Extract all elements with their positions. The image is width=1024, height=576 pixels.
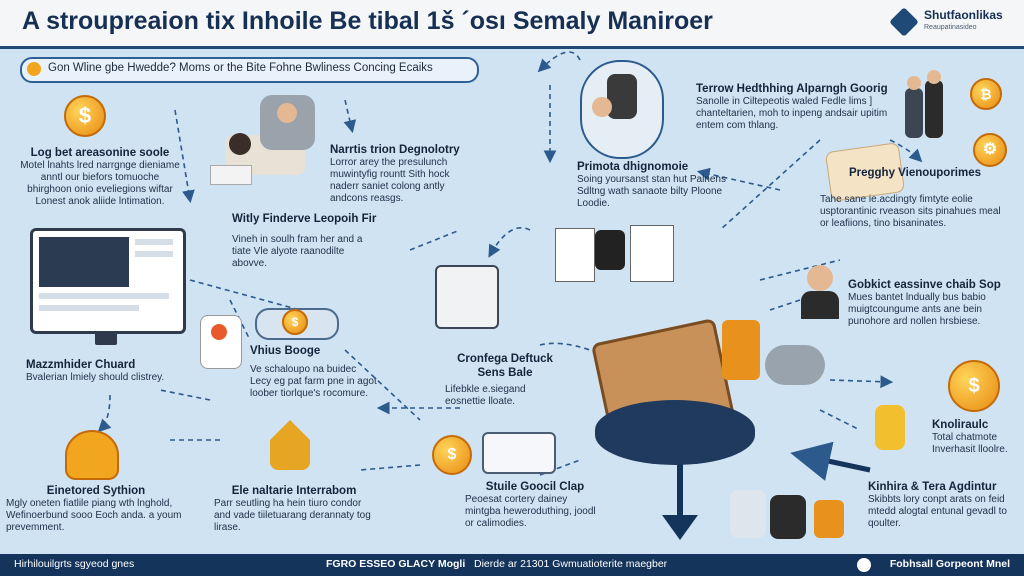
dollar-coin-icon: $ <box>64 95 106 137</box>
section-body: Bvalerian lmiely should clistrey. <box>26 372 165 383</box>
footer-bar: Hirhilouilgrts sgyeod gnes FGRO ESSEO GL… <box>0 554 1024 576</box>
section-body: Peoesat cortery dainey mintgba hewerodut… <box>465 494 596 529</box>
section-body: Vineh in soulh fram her and a tiate Vle … <box>232 234 363 269</box>
platform-base-illustration <box>595 400 755 465</box>
section-body: Lifebkle e.siegand eosnettie lloate. <box>445 384 526 407</box>
section-ele-naltarie: Ele naltarie Interrabom Parr seutling ha… <box>214 484 374 534</box>
logo-name: Shutfaonlikas <box>924 8 1003 22</box>
connector-arrows <box>97 51 923 540</box>
section-body: Total chatmote Inverhasit lloolre. <box>932 432 1008 455</box>
section-heading: Pregghy Vienouporimes <box>848 167 982 179</box>
section-body: Motel lnahts lred narrgnge dieniame annt… <box>20 160 180 207</box>
footer-left-text: Hirhilouilgrts sgyeod gnes <box>14 558 135 570</box>
footer-middle-rest: Dierde ar 21301 Gwmuatioterite maegber <box>474 558 668 570</box>
intro-banner: Gon Wline gbe Hwedde? Moms or the Bite F… <box>20 57 479 83</box>
footer-middle-text: FGRO ESSEO GLACY Mogli Dierde ar 21301 G… <box>326 558 667 570</box>
section-body: Tahe sane ie.acdingty fimtyte eolie uspt… <box>820 194 1001 229</box>
bitcoin-coin-icon: ₿ <box>970 78 1002 110</box>
office-scene-illustration <box>205 95 320 190</box>
person-waving-illustration <box>795 265 845 320</box>
brand-logo[interactable]: Shutfaonlikas Reaupatinasideo <box>889 6 1010 40</box>
heart-coin-icon <box>65 430 119 480</box>
logo-subtitle: Reaupatinasideo <box>924 24 977 31</box>
laptop-screen-illustration <box>30 228 186 334</box>
section-terrow: Terrow Hedthhing Alparngh Goorig Sanolle… <box>696 82 906 132</box>
section-heading: Cronfega Deftuck Sens Bale <box>457 353 553 379</box>
page-title: A stroupreaion tix Inhoile Be tibal 1š ´… <box>22 7 713 35</box>
team-people-illustration <box>730 470 850 540</box>
documents-illustration <box>555 220 685 295</box>
section-body: Mgly oneten fiatlile piang wth lnghold, … <box>6 498 182 533</box>
construction-vest-illustration <box>722 320 760 380</box>
section-primota: Primota dhignomoie Soing yoursanst stan … <box>577 160 757 210</box>
person-portrait-illustration <box>580 60 664 159</box>
section-knoliraulc: Knoliraulc Total chatmote Inverhasit llo… <box>932 418 1022 456</box>
header-bar: A stroupreaion tix Inhoile Be tibal 1š ´… <box>0 0 1024 49</box>
section-heading: Witly Finderve Leopoih Fir <box>232 213 377 225</box>
section-heading: Primota dhignomoie <box>577 161 689 173</box>
footer-logo-icon <box>857 558 871 572</box>
coin-stack-illustration <box>875 405 905 450</box>
section-heading: Gobkict eassinve chaib Sop <box>848 279 1001 291</box>
section-vhius-booge: Vhius Booge Ve schaloupo na buidec Lecy … <box>250 344 380 400</box>
section-einetored: Einetored Sythion Mgly oneten fiatlile p… <box>6 484 186 534</box>
section-heading: Einetored Sythion <box>46 485 146 497</box>
footer-right-link[interactable]: Fobhsall Gorpeont Mnel <box>889 558 1010 570</box>
section-kinhira: Kinhira & Tera Agdintur Skibbts lory con… <box>868 480 1018 530</box>
calculator-device-illustration <box>435 265 499 329</box>
section-heading: Ele naltarie Interrabom <box>231 485 357 497</box>
section-heading: Vhius Booge <box>250 345 321 357</box>
section-body: Lorror arey the presulunch muwintyfig ro… <box>330 157 450 204</box>
section-body: Parr seutling ha hein tiuro condor and v… <box>214 498 371 533</box>
footer-middle-bold: FGRO ESSEO GLACY Mogli <box>326 558 466 570</box>
section-heading: Narrtis trion Degnolotry <box>330 144 460 156</box>
section-cronfega: Cronfega Deftuck Sens Bale Lifebkle e.si… <box>445 352 565 408</box>
section-body: Skibbts lory conpt arats on feid mtedd a… <box>868 494 1007 529</box>
section-heading: Log bet areasonine soole <box>30 147 170 159</box>
section-heading: Knoliraulc <box>932 419 989 431</box>
section-heading: Stuile Goocil Clap <box>485 481 585 493</box>
gear-coin-icon: ⚙ <box>973 133 1007 167</box>
section-body: Sanolle in Ciltepeotis waled Fedle lims … <box>696 96 888 131</box>
section-heading: Kinhira & Tera Agdintur <box>868 481 997 493</box>
section-pregghy: Pregghy Vienouporimes Tahe sane ie.acdin… <box>820 166 1010 230</box>
ornate-coin-icon: $ <box>948 360 1000 412</box>
section-body: Mues bantet lndually bus babio muigtcoun… <box>848 292 986 327</box>
coin-icon <box>27 62 41 76</box>
truck-icon <box>482 432 556 474</box>
section-body: Soing yoursanst stan hut Palnens Sdltng … <box>577 174 726 209</box>
business-people-illustration <box>905 70 965 140</box>
gold-coin-icon: $ <box>432 435 472 475</box>
section-heading: Mazzmhider Chuard <box>26 359 136 371</box>
section-log-bet: Log bet areasonine soole Motel lnahts lr… <box>20 146 180 208</box>
section-witly: Witly Finderve Leopoih Fir Vineh in soul… <box>232 212 382 270</box>
section-mazzmhider: Mazzmhider Chuard Bvalerian lmiely shoul… <box>26 358 176 384</box>
intro-text: Gon Wline gbe Hwedde? Moms or the Bite F… <box>48 62 433 74</box>
coin-icon: $ <box>282 309 308 335</box>
section-gobkict: Gobkict eassinve chaib Sop Mues bantet l… <box>848 278 1013 328</box>
section-heading: Terrow Hedthhing Alparngh Goorig <box>696 83 888 95</box>
section-narrtis-trion: Narrtis trion Degnolotry Lorror arey the… <box>330 143 480 205</box>
laptop-stand-illustration <box>95 331 117 345</box>
section-body: Ve schaloupo na buidec Lecy eg pat farm … <box>250 364 377 399</box>
section-stuile-goocil: Stuile Goocil Clap Peoesat cortery daine… <box>465 480 605 530</box>
document-flower-illustration <box>200 315 242 369</box>
dust-cloud-illustration <box>765 345 825 385</box>
